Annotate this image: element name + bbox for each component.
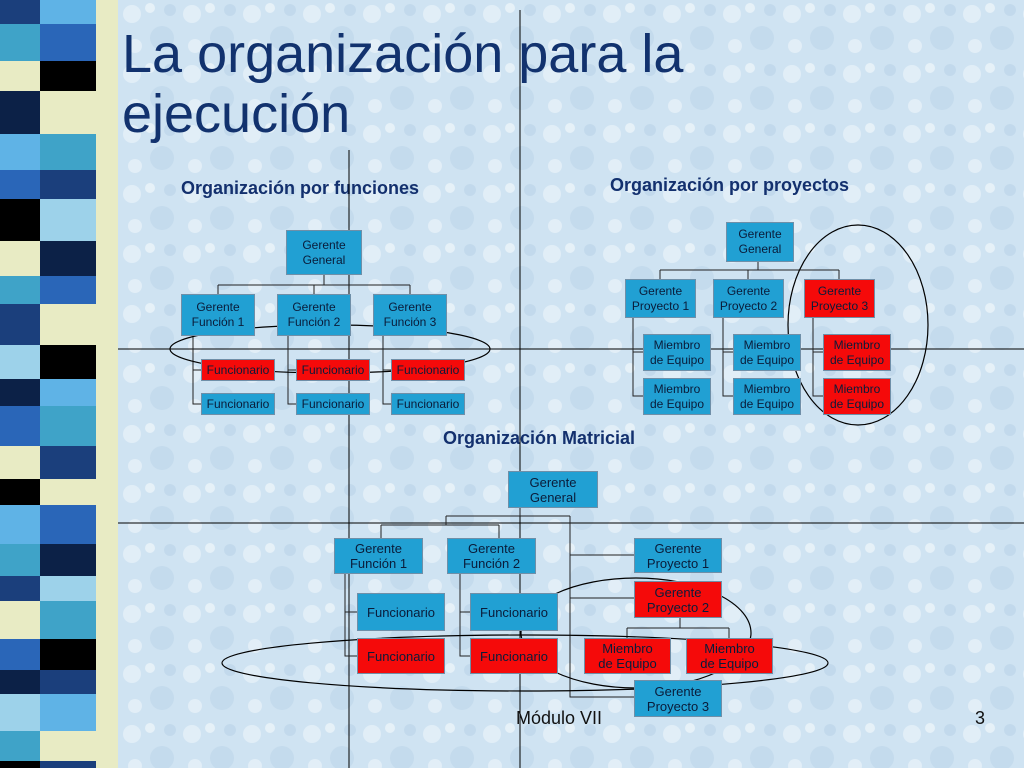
connectors-funciones (192, 275, 411, 405)
bar-stripe (0, 694, 40, 731)
matricial-funcionario-2: Funcionario (470, 593, 558, 631)
bar-stripe (40, 134, 96, 170)
proyectos-miembro-equipo-p2-a: Miembro de Equipo (733, 334, 801, 371)
bar-stripe (40, 345, 96, 379)
bar-stripe (40, 601, 96, 639)
bar-stripe (40, 170, 96, 199)
funciones-funcionario-1: Funcionario (201, 393, 275, 415)
bar-stripe (0, 276, 40, 304)
proyectos-gerente-proyecto-2: Gerente Proyecto 2 (713, 279, 784, 318)
bar-stripe (40, 731, 96, 761)
page-number: 3 (975, 708, 986, 728)
bar-stripe (40, 544, 96, 576)
proyectos-miembro-equipo-p1-b: Miembro de Equipo (643, 378, 711, 415)
bar-stripe (0, 479, 40, 505)
matricial-gerente-funcion-1: Gerente Función 1 (334, 538, 423, 574)
funciones-gerente-funcion-2: Gerente Función 2 (277, 294, 351, 336)
bar-stripe (40, 379, 96, 406)
bar-stripe (0, 170, 40, 199)
section-title-funciones: Organización por funciones (181, 178, 420, 198)
bar-stripe (40, 199, 96, 241)
bar-stripe (0, 446, 40, 479)
matricial-gerente-funcion-2: Gerente Función 2 (447, 538, 536, 574)
matricial-miembro-equipo-2: Miembro de Equipo (686, 638, 773, 674)
bar-stripe (0, 761, 40, 768)
bar-stripe (40, 479, 96, 505)
bar-stripe (0, 134, 40, 170)
bar-stripe (0, 304, 40, 345)
bar-edge (96, 0, 118, 768)
slide-title: La organización para la ejecución (122, 24, 684, 144)
bar-stripe (40, 446, 96, 479)
bar-stripe (40, 505, 96, 544)
bar-stripe (0, 639, 40, 670)
bar-stripe (40, 304, 96, 345)
bar-stripe (40, 0, 96, 24)
section-title-matricial: Organización Matricial (443, 428, 636, 448)
matricial-funcionario-destacado-2: Funcionario (470, 638, 558, 674)
proyectos-miembro-equipo-p2-b: Miembro de Equipo (733, 378, 801, 415)
bar-stripe (40, 761, 96, 768)
bar-stripe (40, 694, 96, 731)
bar-stripe (0, 241, 40, 276)
funciones-gerente-funcion-1: Gerente Función 1 (181, 294, 255, 336)
matricial-funcionario-1: Funcionario (357, 593, 445, 631)
bar-stripe (40, 241, 96, 276)
bar-stripe (0, 91, 40, 134)
funciones-funcionario-3: Funcionario (391, 393, 465, 415)
matricial-gerente-proyecto-3: Gerente Proyecto 3 (634, 680, 722, 717)
decorative-left-bar (0, 0, 118, 768)
funciones-funcionario-destacado-1: Funcionario (201, 359, 275, 381)
footer-module: Módulo VII (516, 708, 603, 728)
bar-stripe (40, 24, 96, 61)
proyectos-gerente-proyecto-1: Gerente Proyecto 1 (625, 279, 696, 318)
matricial-gerente-proyecto-1: Gerente Proyecto 1 (634, 538, 722, 573)
bar-stripe (0, 670, 40, 694)
funciones-funcionario-2: Funcionario (296, 393, 370, 415)
bar-stripe (0, 61, 40, 91)
bar-stripe (40, 91, 96, 134)
bar-stripe (40, 406, 96, 446)
bar-stripe (0, 199, 40, 241)
bar-stripe (40, 576, 96, 601)
proyectos-miembro-equipo-p3-a: Miembro de Equipo (823, 334, 891, 371)
connectors-proyectos (632, 262, 840, 397)
proyectos-miembro-equipo-p3-b: Miembro de Equipo (823, 378, 891, 415)
bar-stripe (0, 505, 40, 544)
matricial-gerente-proyecto-2: Gerente Proyecto 2 (634, 581, 722, 618)
matricial-funcionario-destacado-1: Funcionario (357, 638, 445, 674)
proyectos-miembro-equipo-p1-a: Miembro de Equipo (643, 334, 711, 371)
bar-stripe (40, 670, 96, 694)
funciones-gerente-funcion-3: Gerente Función 3 (373, 294, 447, 336)
connectors-matricial (344, 508, 730, 698)
proyectos-gerente-proyecto-3: Gerente Proyecto 3 (804, 279, 875, 318)
bar-stripe (0, 0, 40, 24)
funciones-gerente-general: Gerente General (286, 230, 362, 275)
bar-stripe (0, 379, 40, 406)
bar-stripe (0, 544, 40, 576)
bar-stripe (0, 406, 40, 446)
funciones-funcionario-destacado-3: Funcionario (391, 359, 465, 381)
proyectos-gerente-general: Gerente General (726, 222, 794, 262)
bar-stripe (0, 345, 40, 379)
matricial-gerente-general: Gerente General (508, 471, 598, 508)
bar-stripe (0, 601, 40, 639)
matricial-miembro-equipo-1: Miembro de Equipo (584, 638, 671, 674)
bar-stripe (40, 61, 96, 91)
section-title-proyectos: Organización por proyectos (610, 175, 850, 195)
bar-stripe (0, 731, 40, 761)
bar-stripe (0, 576, 40, 601)
funciones-funcionario-destacado-2: Funcionario (296, 359, 370, 381)
bar-stripe (0, 24, 40, 61)
bar-stripe (40, 639, 96, 670)
bar-stripe (40, 276, 96, 304)
